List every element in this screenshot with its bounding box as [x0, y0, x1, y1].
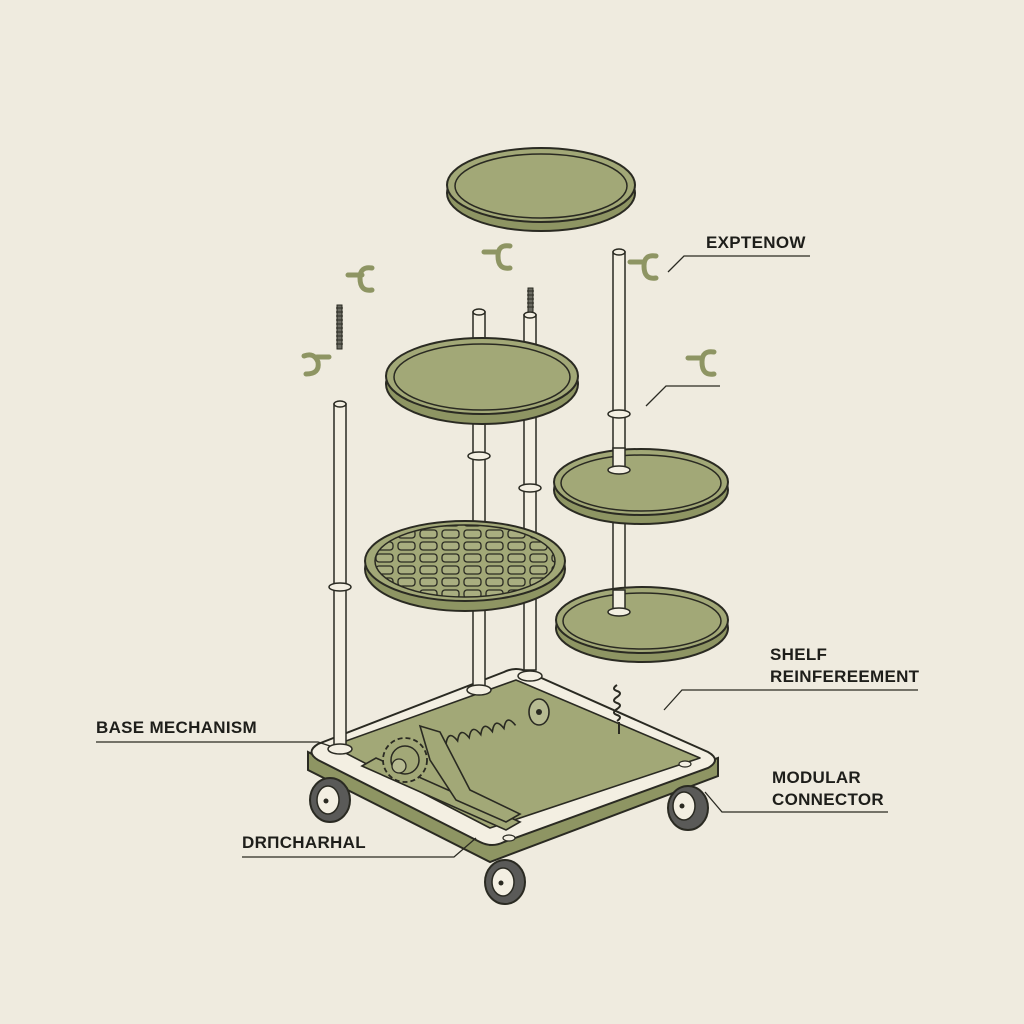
leader-lines — [96, 255, 918, 858]
hook-connector-icon — [685, 349, 717, 377]
leader-exptenow — [667, 255, 810, 273]
label-shelf-reinforcement: SHELF REINFEREEMENT — [770, 644, 919, 688]
hook-connector-icon — [301, 352, 332, 377]
threaded-screws — [336, 287, 534, 350]
leader-modular-connector — [704, 791, 888, 813]
right-upper-tray — [553, 447, 729, 525]
gear-and-spring-mechanism — [360, 698, 550, 831]
caster-wheel-front — [484, 859, 526, 905]
top-shelf-tray — [446, 147, 636, 232]
label-modular-connector-line1: MODULAR — [772, 768, 861, 787]
hook-connector-icon — [345, 265, 375, 293]
leader-base-mechanism — [96, 741, 331, 747]
leader-hook — [645, 385, 720, 407]
label-drive-mechanism: DRΠCHARHAL — [242, 833, 366, 852]
mesh-shelf-tray — [364, 520, 566, 612]
caster-wheel-right — [667, 785, 709, 831]
label-base-mechanism: BASE MECHANISM — [96, 718, 257, 737]
label-modular-connector: MODULAR CONNECTOR — [772, 767, 884, 811]
caster-wheel-left — [309, 777, 351, 823]
label-modular-connector-line2: CONNECTOR — [772, 790, 884, 809]
leader-drive-mechanism — [242, 837, 477, 858]
threaded-spring-bolt — [613, 684, 621, 734]
hook-connector-icon — [627, 253, 659, 281]
hook-connector-icon — [481, 243, 513, 271]
label-exptenow: EXPTENOW — [706, 233, 806, 252]
label-shelf-reinforcement-line2: REINFEREEMENT — [770, 667, 920, 686]
right-lower-tray — [555, 586, 729, 663]
caster-wheels — [309, 777, 709, 905]
label-shelf-reinforcement-line1: SHELF — [770, 645, 828, 664]
hook-connectors — [301, 243, 717, 377]
upper-shelf-tray — [385, 337, 579, 425]
leader-shelf-reinforcement — [663, 689, 918, 711]
